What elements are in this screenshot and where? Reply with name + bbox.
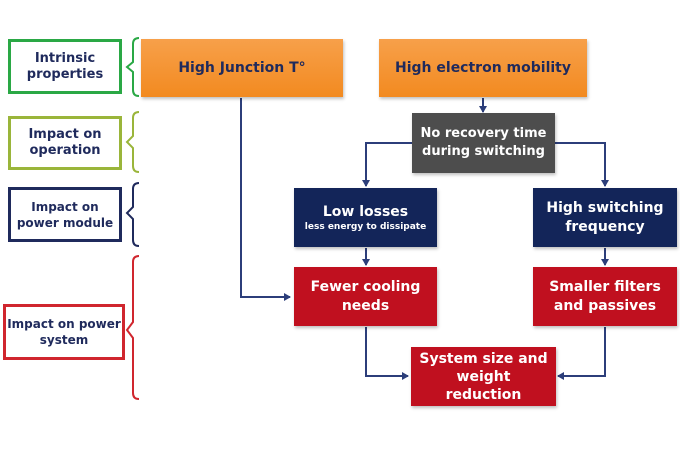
level-impact-on-power-system: Impact on power system xyxy=(3,304,125,360)
brace-module xyxy=(125,182,140,247)
node-low-losses: Low losses less energy to dissipate xyxy=(294,188,437,247)
node-high-switching-frequency-label: High switching frequency xyxy=(546,199,664,235)
node-high-electron-mobility-label: High electron mobility xyxy=(395,60,571,76)
node-system-size-weight-reduction-label: System size and weight reduction xyxy=(419,350,548,403)
level-impact-on-operation: Impact on operation xyxy=(8,116,122,170)
brace-system xyxy=(125,255,140,400)
edge-filters-to-system xyxy=(557,327,606,380)
edge-junction-to-cooling xyxy=(240,98,291,301)
node-fewer-cooling-needs: Fewer cooling needs xyxy=(294,267,437,326)
level-intrinsic-properties: Intrinsic properties xyxy=(8,39,122,94)
node-low-losses-sublabel: less energy to dissipate xyxy=(304,221,427,232)
edge-recovery-to-low-losses xyxy=(362,142,412,187)
node-high-junction-temperature: High Junction T° xyxy=(141,39,343,97)
node-high-junction-temperature-label: High Junction T° xyxy=(178,60,306,76)
node-no-recovery-time-label: No recovery time during switching xyxy=(420,126,547,159)
node-high-switching-frequency: High switching frequency xyxy=(533,188,677,247)
node-no-recovery-time: No recovery time during switching xyxy=(412,113,555,173)
node-low-losses-label: Low losses xyxy=(322,203,409,220)
node-smaller-filters-and-passives-label: Smaller filters and passives xyxy=(549,278,661,314)
node-smaller-filters-and-passives: Smaller filters and passives xyxy=(533,267,677,326)
brace-intrinsic xyxy=(125,37,140,97)
node-high-electron-mobility: High electron mobility xyxy=(379,39,587,97)
edge-recovery-to-high-switching xyxy=(555,142,609,187)
node-system-size-weight-reduction: System size and weight reduction xyxy=(411,347,556,406)
edge-cooling-to-system xyxy=(365,327,409,380)
level-impact-on-power-module: Impact on power module xyxy=(8,187,122,242)
brace-operation xyxy=(125,111,140,173)
node-fewer-cooling-needs-label: Fewer cooling needs xyxy=(310,278,421,314)
